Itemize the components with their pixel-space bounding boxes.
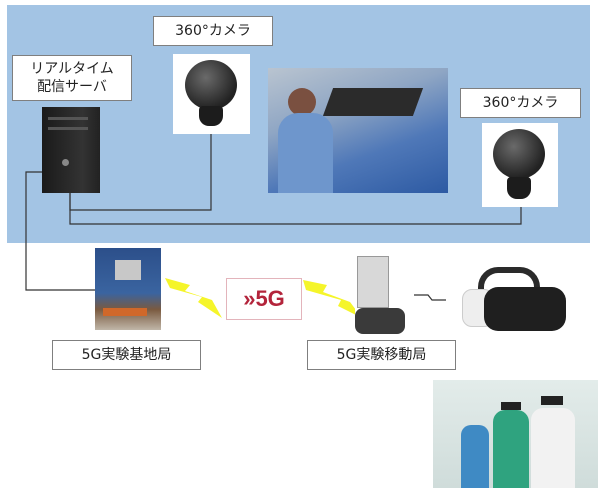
lightning-bolt-icon [165,278,222,318]
camera-1-label: 360°カメラ [153,16,273,46]
mobile-station-image [355,252,407,336]
server-label-line2: 配信サーバ [37,79,107,95]
base-station-label: 5G実験基地局 [52,340,201,370]
server-label-line1: リアルタイム [30,61,114,77]
mobile-goggles-line [414,294,446,301]
base-station-image [95,248,161,330]
360-camera-1-image [173,54,250,134]
lightning-bolt-icon [303,280,362,318]
5g-badge: »5G [226,278,302,320]
server-label: リアルタイム配信サーバ [12,55,132,101]
360-camera-2-image [482,123,558,207]
surgery-photo [268,68,448,193]
server-basestation-line [25,171,95,291]
server-tower-image [42,107,100,193]
5g-logo-text: »5G [243,286,285,311]
server-camera2-line [69,193,522,225]
mobile-station-label: 5G実験移動局 [307,340,456,370]
doctors-vr-photo [433,380,598,488]
camera-2-label: 360°カメラ [460,88,581,118]
vr-goggles-image [460,265,568,335]
